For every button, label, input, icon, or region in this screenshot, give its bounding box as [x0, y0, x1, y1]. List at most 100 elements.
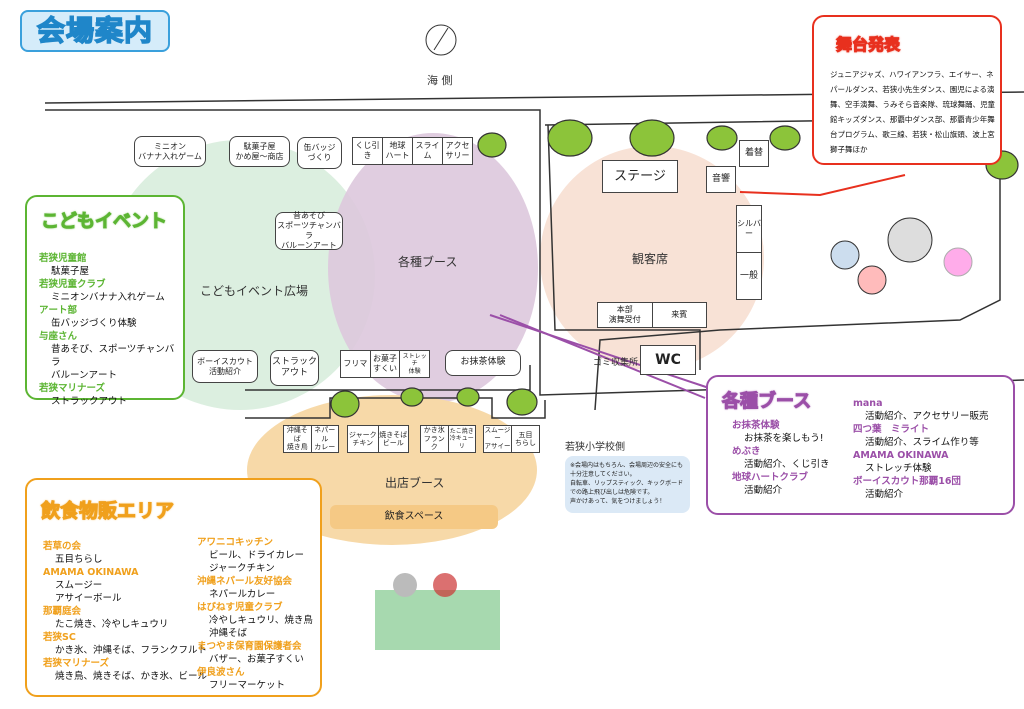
organization-name: AMAMA OKINAWA	[43, 567, 139, 578]
organization-name: 那覇庭会	[43, 606, 82, 617]
booth-mukashi[interactable]: 昔あそび スポーツチャンバラ バルーンアート	[275, 211, 343, 250]
booth-accessory[interactable]: アクセ サリー	[442, 138, 472, 164]
hq-row: 本部 演舞受付来賓	[597, 302, 707, 328]
booth-kuji[interactable]: くじ引き	[355, 141, 380, 160]
booth-flea[interactable]: フリマ	[343, 359, 368, 369]
stage-zone	[540, 146, 764, 370]
stage-program-list: ジュニアジャズ、ハワイアンフラ、エイサー、ネパールダンス、若狭小先生ダンス、園児…	[830, 70, 995, 154]
activity-item: お抹茶を楽しもう!	[744, 433, 824, 444]
booth-dagashi[interactable]: 駄菓子屋 かめ屋〜商店	[229, 136, 290, 167]
activity-item: ビール、ドライカレー	[209, 550, 305, 561]
activity-item: 沖縄そば	[209, 628, 248, 639]
booth-struck-out[interactable]: ストラック アウト	[270, 350, 319, 386]
activity-item: 活動紹介、アクセサリー販売	[865, 411, 989, 422]
activity-item: バルーンアート	[51, 370, 118, 381]
activity-item: 冷やしキュウリ、焼き鳥	[209, 615, 313, 626]
garbage-station: ゴミ収集所	[593, 358, 639, 368]
booth-list-col1: お抹茶体験お抹茶を楽しもう!めぶき活動紹介、くじ引き地球ハートクラブ活動紹介	[732, 419, 830, 497]
eating-space[interactable]: 飲食スペース	[330, 505, 498, 529]
activity-item: バザー、お菓子すくい	[209, 654, 304, 665]
organization-name: 伊良波さん	[197, 667, 245, 678]
booth-slime[interactable]: スライム	[412, 138, 442, 164]
activity-item: ジャークチキン	[209, 563, 275, 574]
booth-scout[interactable]: ボーイスカウト 活動紹介	[192, 350, 258, 383]
booth-earth-heart[interactable]: 地球 ハート	[382, 138, 412, 164]
activity-item: ミニオンバナナ入れゲーム	[51, 292, 165, 303]
trees	[330, 119, 1019, 418]
sea-side-label: 海 側	[427, 74, 453, 87]
organization-name: AMAMA OKINAWA	[853, 450, 949, 461]
seat-silver[interactable]: シルバー	[736, 205, 762, 253]
safety-notice: ※会場内はもちろん、会場周辺の安全にも十分注意してください。 自転車、リップステ…	[565, 456, 690, 513]
lion-dance-illustration	[830, 217, 973, 295]
dressing-room[interactable]: 着替	[739, 140, 769, 167]
organization-name: ボーイスカウト那覇16団	[853, 476, 961, 487]
shops-label: 出店ブース	[385, 476, 445, 490]
food-stall-1: 沖縄そば 焼き鳥ネパール カレー	[283, 425, 339, 453]
kids-callout-heading: こどもイベント	[41, 211, 168, 233]
booth-badge[interactable]: 缶バッジ づくり	[297, 137, 342, 169]
booth-callout-heading: 各種ブース	[721, 391, 812, 413]
activity-item: 活動紹介	[865, 489, 904, 500]
activity-item: 活動紹介	[744, 485, 783, 496]
stage-callout: 舞台発表 ジュニアジャズ、ハワイアンフラ、エイサー、ネパールダンス、若狭小先生ダ…	[812, 15, 1002, 165]
activity-item: ストラックアウト	[51, 396, 128, 407]
restroom-wc[interactable]: WC	[640, 345, 696, 375]
activity-item: ストレッチ体験	[865, 463, 932, 474]
activity-item: 駄菓子屋	[51, 266, 90, 277]
organization-name: お抹茶体験	[732, 420, 780, 431]
booths-label: 各種ブース	[398, 255, 458, 269]
stall-nepal-curry[interactable]: ネパール カレー	[310, 426, 339, 452]
activity-item: フリーマーケット	[209, 680, 286, 691]
guest-seats[interactable]: 来賓	[651, 303, 707, 327]
activity-item: 焼き鳥、焼きそば、かき氷、ビール	[55, 671, 208, 682]
organization-name: 若狭マリナーズ	[39, 383, 106, 394]
organization-name: 若狭SC	[43, 632, 76, 643]
organization-name: めぶき	[732, 446, 761, 457]
booth-candy-scoop[interactable]: お菓子 すくい	[369, 351, 400, 377]
booth-stretch[interactable]: ストレッチ 体験	[399, 351, 429, 377]
stall-soba-yakitori[interactable]: 沖縄そば 焼き鳥	[286, 426, 308, 452]
booth-matcha[interactable]: お抹茶体験	[445, 350, 521, 376]
stall-smoothie[interactable]: スムージー アサイー	[484, 426, 511, 450]
headquarters[interactable]: 本部 演舞受付	[608, 305, 641, 324]
kids-plaza-label: こどもイベント広場	[200, 284, 309, 298]
organization-name: 若草の会	[43, 541, 82, 552]
booth-minion[interactable]: ミニオン バナナ入れゲーム	[134, 136, 206, 167]
stall-jerk-chicken[interactable]: ジャーク チキン	[348, 430, 377, 447]
organization-name: 与座さん	[39, 331, 78, 342]
food-callout-heading: 飲食物販エリア	[40, 500, 175, 523]
activity-item: 昔あそび、スポーツチャンバラ	[51, 344, 175, 368]
stall-takoyaki[interactable]: たこ焼き 冷キューリ	[447, 426, 476, 452]
stall-shaved-ice[interactable]: かき氷 フランク	[423, 426, 445, 452]
activity-item: ネパールカレー	[209, 589, 276, 600]
stage[interactable]: ステージ	[602, 160, 678, 193]
food-stall-2: ジャーク チキン焼きそば ビール	[347, 425, 409, 453]
organization-name: アート部	[39, 305, 78, 316]
sound-booth[interactable]: 音響	[706, 166, 736, 193]
activity-item: 活動紹介、くじ引き	[744, 459, 830, 470]
organization-name: 沖縄ネパール友好協会	[197, 576, 293, 587]
organization-name: 若狭児童クラブ	[39, 279, 106, 290]
activity-item: 缶バッジづくり体験	[51, 318, 137, 329]
organization-name: まつやま保育園保護者会	[197, 641, 302, 652]
seat-general[interactable]: 一般	[736, 252, 762, 300]
organization-name: 若狭児童館	[39, 253, 87, 264]
organization-name: 若狭マリナーズ	[43, 658, 110, 669]
activity-item: アサイーボール	[55, 593, 122, 604]
food-stall-4: スムージー アサイー五目 ちらし	[483, 425, 540, 453]
school-side-label: 若狭小学校側	[565, 442, 625, 453]
activity-item: かき氷、沖縄そば、フランクフルト	[55, 645, 208, 656]
stall-yakisoba-beer[interactable]: 焼きそば ビール	[377, 426, 409, 452]
kids-drawing-illustration	[375, 573, 500, 650]
kids-callout: こどもイベント 若狭児童館駄菓子屋若狭児童クラブミニオンバナナ入れゲームアート部…	[25, 195, 185, 407]
booth-callout: 各種ブース お抹茶体験お抹茶を楽しもう!めぶき活動紹介、くじ引き地球ハートクラブ…	[706, 375, 1015, 515]
booth-zone	[328, 133, 538, 403]
page-title: 会場案内	[20, 10, 170, 52]
stall-chirashi[interactable]: 五目 ちらし	[511, 426, 539, 452]
organization-name: 四つ葉 ミライト	[853, 424, 930, 435]
activity-item: スムージー	[55, 580, 103, 591]
